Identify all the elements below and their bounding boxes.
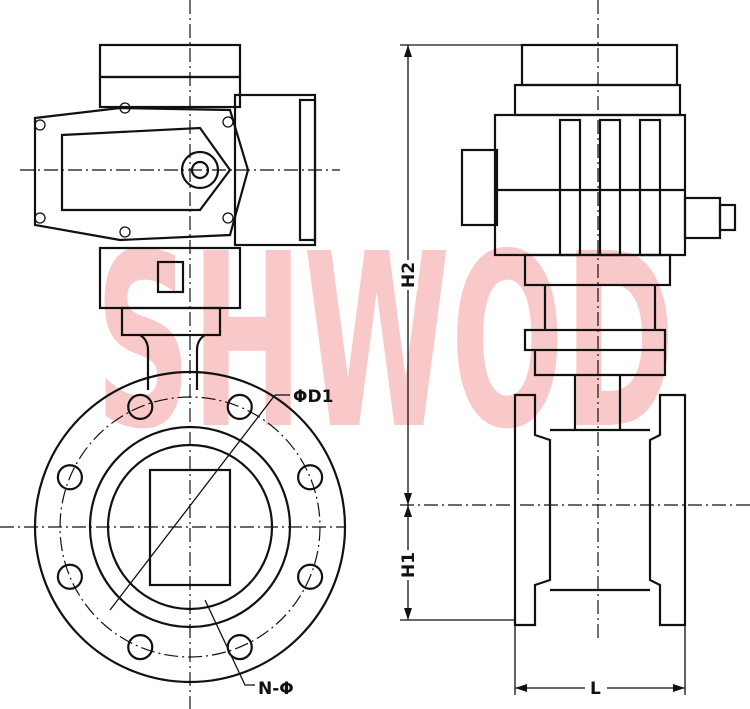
label-l: L xyxy=(590,679,601,699)
bolt-hole xyxy=(56,464,83,491)
bolt-hole xyxy=(297,464,324,491)
watermark: SHWOD xyxy=(95,202,675,482)
bolt-hole xyxy=(297,563,324,590)
bolt-hole xyxy=(226,393,253,420)
label-n-phi: N-Φ xyxy=(258,679,294,699)
bolt-hole xyxy=(56,563,83,590)
front-view: ΦD1 N-Φ xyxy=(0,0,347,709)
bolt-hole xyxy=(127,634,154,661)
label-phi-d1: ΦD1 xyxy=(293,387,333,407)
bolt-hole xyxy=(127,393,154,420)
label-h2: H2 xyxy=(399,262,419,288)
label-h1: H1 xyxy=(399,552,419,578)
side-view: H2 H1 L xyxy=(398,0,750,699)
